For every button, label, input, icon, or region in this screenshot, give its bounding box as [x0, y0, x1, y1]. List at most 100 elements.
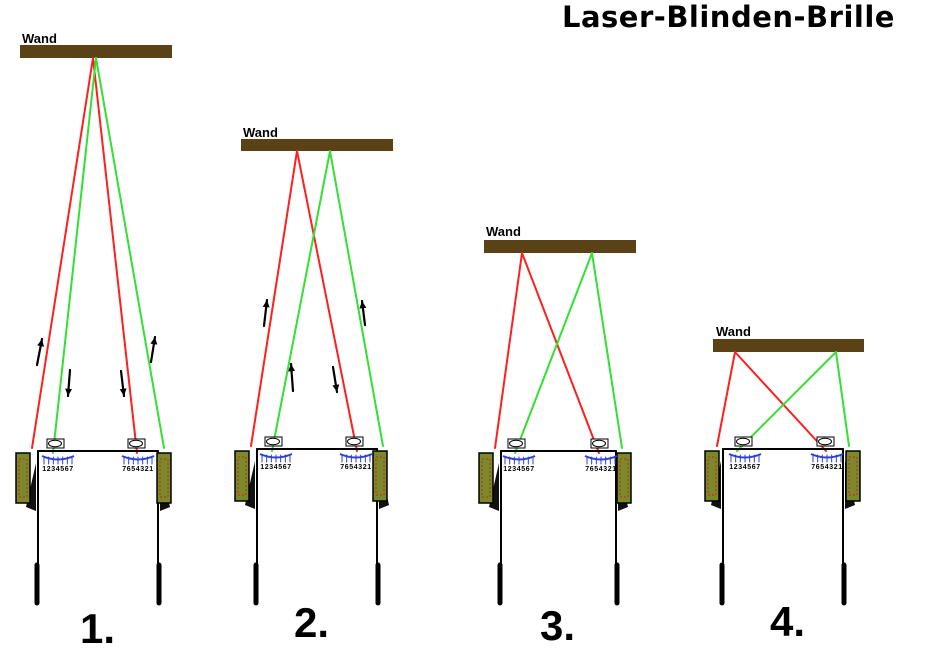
arrow-head	[150, 337, 158, 345]
sensor-left	[264, 436, 283, 447]
laser-modules	[234, 450, 388, 502]
laser-module-body	[478, 452, 494, 504]
arrow-head	[37, 339, 45, 347]
laser-module-left	[704, 450, 720, 502]
laser-module-marking	[848, 456, 858, 496]
laser-module-marking	[375, 456, 385, 496]
red-beam-reflected	[296, 150, 358, 452]
laser-module-right	[372, 450, 388, 502]
scale-numbers: 1234567	[260, 464, 291, 471]
red-beam-outgoing	[716, 351, 736, 447]
laser-module-body	[15, 452, 31, 504]
arrow-head	[288, 364, 296, 372]
direction-arrow	[359, 299, 367, 327]
sensor-right	[590, 438, 609, 449]
scenario-2: Wand 1234567 7654321 2.	[234, 125, 393, 646]
step-label-4: 4.	[770, 598, 805, 645]
red-beam-reflected	[92, 57, 138, 454]
green-beam-outgoing	[591, 252, 623, 449]
wall	[20, 45, 172, 58]
direction-arrow	[331, 365, 340, 394]
laser-module-right	[616, 452, 632, 504]
red-beam-outgoing	[250, 150, 298, 447]
green-beam-outgoing	[835, 351, 850, 447]
glasses-frame	[489, 450, 628, 606]
step-label-1: 1.	[80, 605, 115, 652]
red-beam-reflected	[734, 351, 827, 452]
scenario-1: Wand 1234567 7654321 1.	[15, 31, 172, 652]
laser-modules	[478, 452, 632, 504]
arrow-head	[359, 301, 367, 309]
wall	[713, 339, 864, 352]
sensor-lens	[592, 439, 606, 448]
scenario-4: Wand 1234567 7654321 4.	[704, 324, 864, 645]
laser-module-marking	[18, 458, 28, 498]
step-label-2: 2.	[294, 599, 329, 646]
arrow-head	[65, 388, 73, 396]
scale-numbers: 1234567	[729, 464, 760, 471]
wall-label: Wand	[486, 224, 521, 239]
laser-module-left	[234, 450, 250, 502]
direction-arrow	[262, 298, 270, 328]
direction-arrow	[65, 368, 73, 398]
sensor-left	[46, 438, 65, 449]
step-label-3: 3.	[540, 602, 575, 649]
red-beam-reflected	[521, 252, 600, 454]
scale-left: 1234567	[728, 453, 762, 471]
sensor-right	[127, 438, 146, 449]
wall	[241, 139, 393, 151]
arrow-head	[332, 384, 340, 392]
wall-label: Wand	[22, 31, 57, 46]
red-beam-outgoing	[494, 252, 523, 449]
laser-module-body	[704, 450, 720, 502]
laser-beams	[716, 351, 850, 452]
scale-numbers: 7654321	[122, 466, 153, 473]
red-beam-outgoing	[31, 57, 94, 449]
green-beam-reflected	[52, 57, 97, 454]
wall-label: Wand	[243, 125, 278, 140]
laser-module-body	[845, 450, 861, 502]
laser-module-body	[156, 452, 172, 504]
laser-module-marking	[481, 458, 491, 498]
scale-right: 7654321	[584, 455, 618, 473]
arrow-head	[262, 300, 270, 308]
glasses-frame	[711, 448, 855, 606]
green-beam-reflected	[736, 351, 837, 452]
laser-beams	[31, 57, 165, 454]
scale-numbers: 7654321	[811, 464, 842, 471]
sensor-left	[507, 438, 526, 449]
sensor-lens	[48, 439, 62, 448]
laser-module-left	[478, 452, 494, 504]
sensor-left	[734, 436, 753, 447]
scale-left: 1234567	[502, 455, 536, 473]
laser-module-marking	[237, 456, 247, 496]
green-beam-outgoing	[95, 57, 165, 449]
direction-arrow	[288, 362, 296, 393]
laser-beams	[494, 252, 623, 454]
laser-module-marking	[619, 458, 629, 498]
glasses-frame	[26, 450, 170, 606]
direction-arrow	[149, 335, 158, 364]
scale-numbers: 1234567	[503, 466, 534, 473]
sensor-lens	[347, 437, 361, 446]
laser-beams	[250, 150, 384, 452]
sensor-lens	[736, 437, 750, 446]
scale-numbers: 7654321	[585, 466, 616, 473]
laser-modules	[704, 450, 861, 502]
scale-right: 7654321	[810, 453, 844, 471]
scale-left: 1234567	[259, 453, 293, 471]
sensor-right	[816, 436, 835, 447]
wall-label: Wand	[716, 324, 751, 339]
laser-module-left	[15, 452, 31, 504]
laser-module-right	[156, 452, 172, 504]
laser-module-body	[616, 452, 632, 504]
sensor-right	[345, 436, 364, 447]
direction-arrow	[35, 337, 45, 367]
scale-numbers: 7654321	[340, 464, 371, 471]
scale-left: 1234567	[41, 455, 75, 473]
green-beam-reflected	[271, 150, 331, 452]
laser-module-marking	[707, 456, 717, 496]
laser-module-right	[845, 450, 861, 502]
sensor-lens	[509, 439, 523, 448]
